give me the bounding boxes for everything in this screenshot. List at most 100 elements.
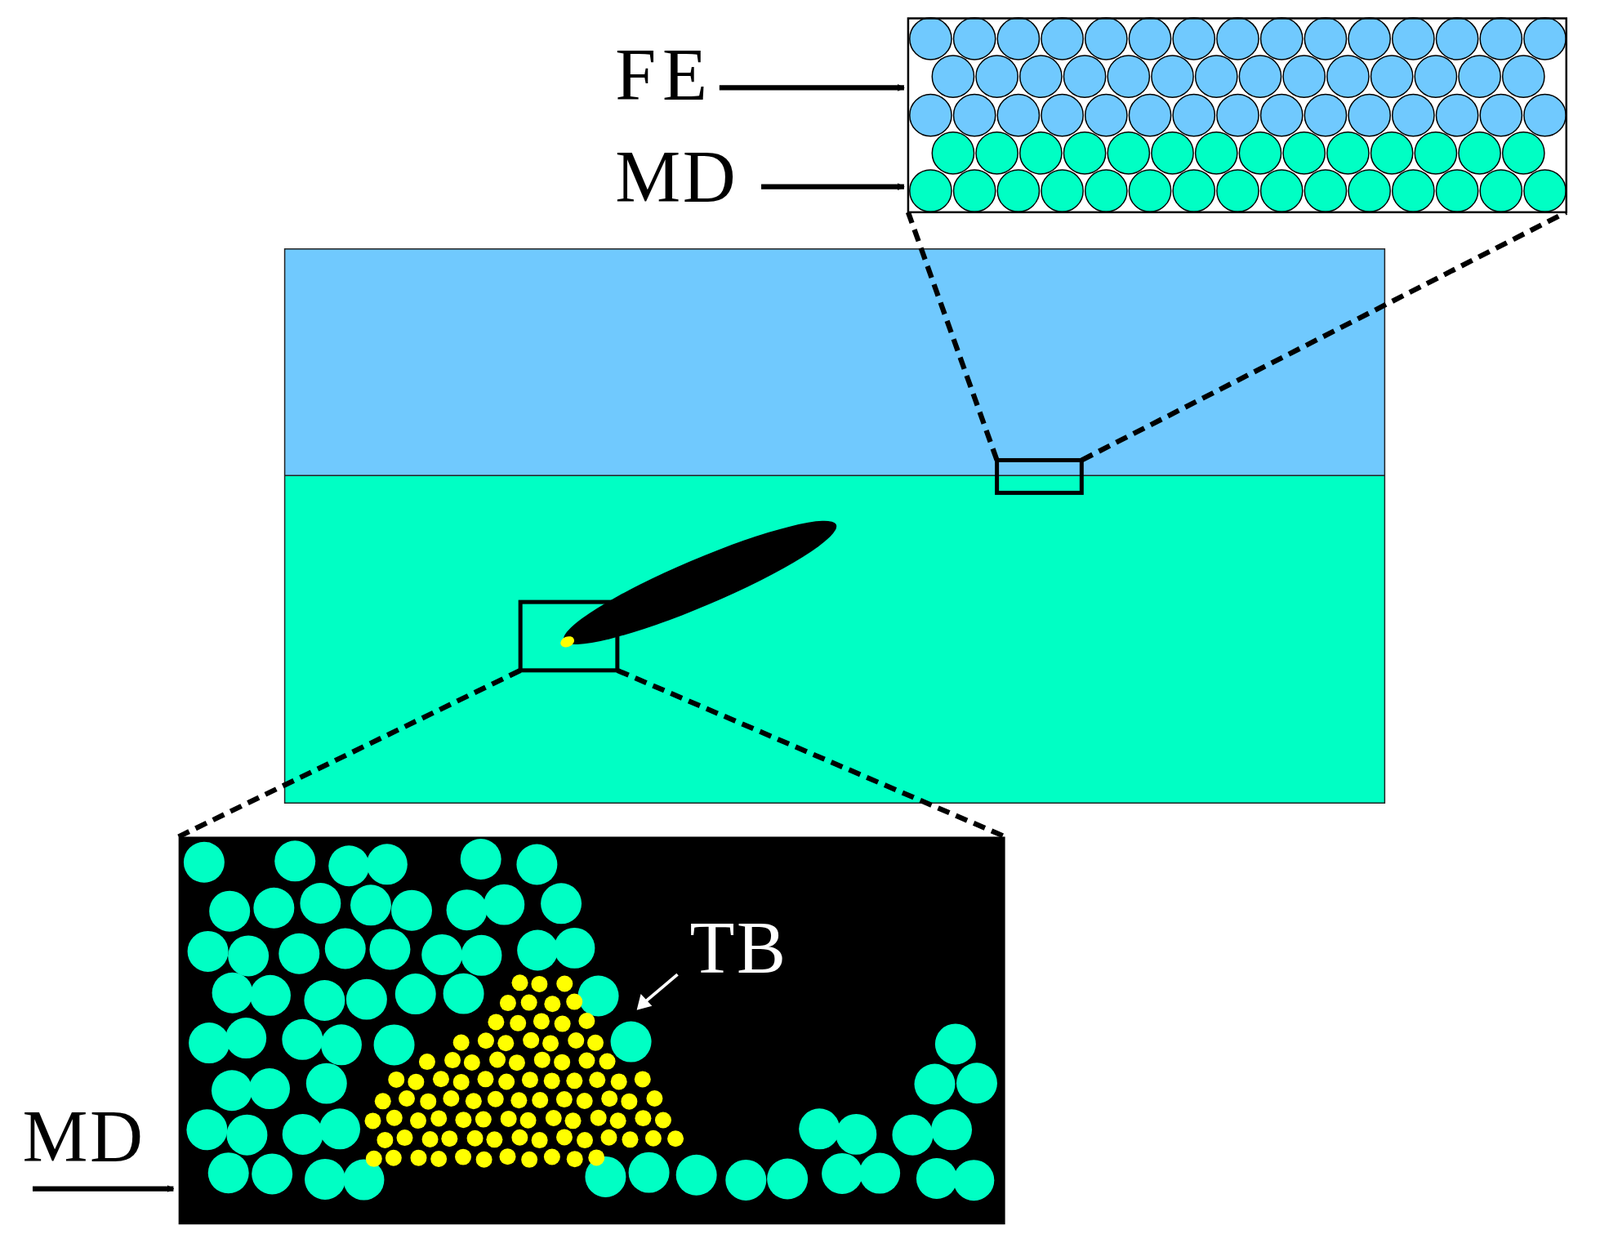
atom: [997, 169, 1039, 212]
atom: [997, 94, 1039, 137]
atom: [1238, 132, 1281, 174]
atom: [454, 1111, 472, 1128]
atom: [655, 1112, 672, 1129]
atom: [1524, 94, 1566, 137]
atom: [521, 994, 538, 1012]
atom: [556, 1128, 573, 1146]
atom: [476, 1151, 493, 1168]
atom: [374, 1024, 415, 1066]
atom: [556, 975, 573, 992]
atom: [601, 1129, 618, 1146]
atom: [953, 1159, 994, 1201]
atom: [398, 1090, 415, 1107]
atom: [542, 1034, 559, 1052]
atom: [610, 1073, 628, 1090]
atom: [565, 1112, 582, 1129]
atom: [1392, 169, 1435, 212]
atom: [369, 928, 411, 970]
atom: [1524, 17, 1566, 60]
atom: [1020, 55, 1062, 98]
atom: [1128, 94, 1171, 137]
atom: [1458, 55, 1501, 98]
atom: [1304, 94, 1346, 137]
atom: [543, 1148, 561, 1165]
atom: [419, 1093, 437, 1110]
atom: [891, 1114, 933, 1156]
atom: [620, 1093, 638, 1110]
atom: [509, 1015, 526, 1032]
atom: [1348, 17, 1391, 60]
atom: [366, 843, 408, 885]
atom: [1414, 55, 1457, 98]
atom: [225, 1017, 267, 1059]
atom: [511, 1129, 528, 1146]
atom: [931, 1109, 972, 1150]
atom: [1195, 132, 1238, 174]
atom: [499, 994, 517, 1012]
atom-cluster: [183, 838, 998, 1201]
atom: [953, 17, 996, 60]
atom: [1261, 169, 1303, 212]
atom: [328, 845, 370, 887]
atom: [1502, 55, 1545, 98]
tb-pointer: [645, 974, 678, 1003]
atom: [554, 1016, 571, 1033]
atom: [282, 1114, 324, 1155]
atom: [1348, 169, 1391, 212]
atom: [916, 1158, 958, 1199]
inset-outline: [908, 17, 1567, 212]
atom: [346, 979, 388, 1021]
atom: [432, 1070, 450, 1088]
atom: [350, 884, 392, 926]
atom: [499, 1148, 517, 1165]
atom: [441, 1130, 458, 1147]
atom: [1283, 55, 1325, 98]
atom: [516, 930, 558, 972]
atom: [183, 842, 225, 883]
atom: [1392, 17, 1435, 60]
md-region: [285, 475, 1386, 803]
atom: [1172, 169, 1215, 212]
crack-tip-inset: [178, 836, 1006, 1225]
atom: [1238, 55, 1281, 98]
atom: [646, 1090, 663, 1107]
atom: [766, 1158, 808, 1199]
atom: [530, 976, 548, 993]
atom: [667, 1130, 684, 1147]
atom: [1041, 17, 1084, 60]
atom: [319, 1108, 361, 1150]
atom: [543, 995, 561, 1012]
atom: [1063, 55, 1106, 98]
atom: [476, 1070, 494, 1088]
atom: [227, 935, 269, 977]
atom: [508, 1054, 526, 1071]
atom: [1414, 132, 1457, 174]
atom: [1479, 17, 1522, 60]
atom: [396, 1129, 413, 1146]
atom: [1041, 94, 1084, 137]
atom: [1261, 94, 1303, 137]
atom: [1020, 132, 1062, 174]
atom: [590, 1109, 607, 1127]
atom: [1063, 132, 1106, 174]
atom: [520, 1112, 537, 1129]
atom: [410, 1112, 427, 1129]
atom: [521, 1151, 538, 1168]
atom: [953, 94, 996, 137]
atom: [540, 882, 582, 924]
interface-inset: [908, 17, 1567, 212]
atom: [1085, 17, 1128, 60]
fe-region: [285, 249, 1386, 476]
atom: [249, 975, 291, 1017]
atom: [545, 1109, 562, 1127]
atom: [1283, 132, 1325, 174]
crack-tip: [558, 634, 576, 650]
atom: [510, 1091, 527, 1109]
tb-pointer-head: [637, 993, 653, 1011]
atom: [566, 993, 583, 1011]
atom: [1435, 169, 1478, 212]
atom: [209, 891, 250, 932]
atom: [676, 1154, 718, 1196]
interface-line: [285, 474, 1386, 476]
